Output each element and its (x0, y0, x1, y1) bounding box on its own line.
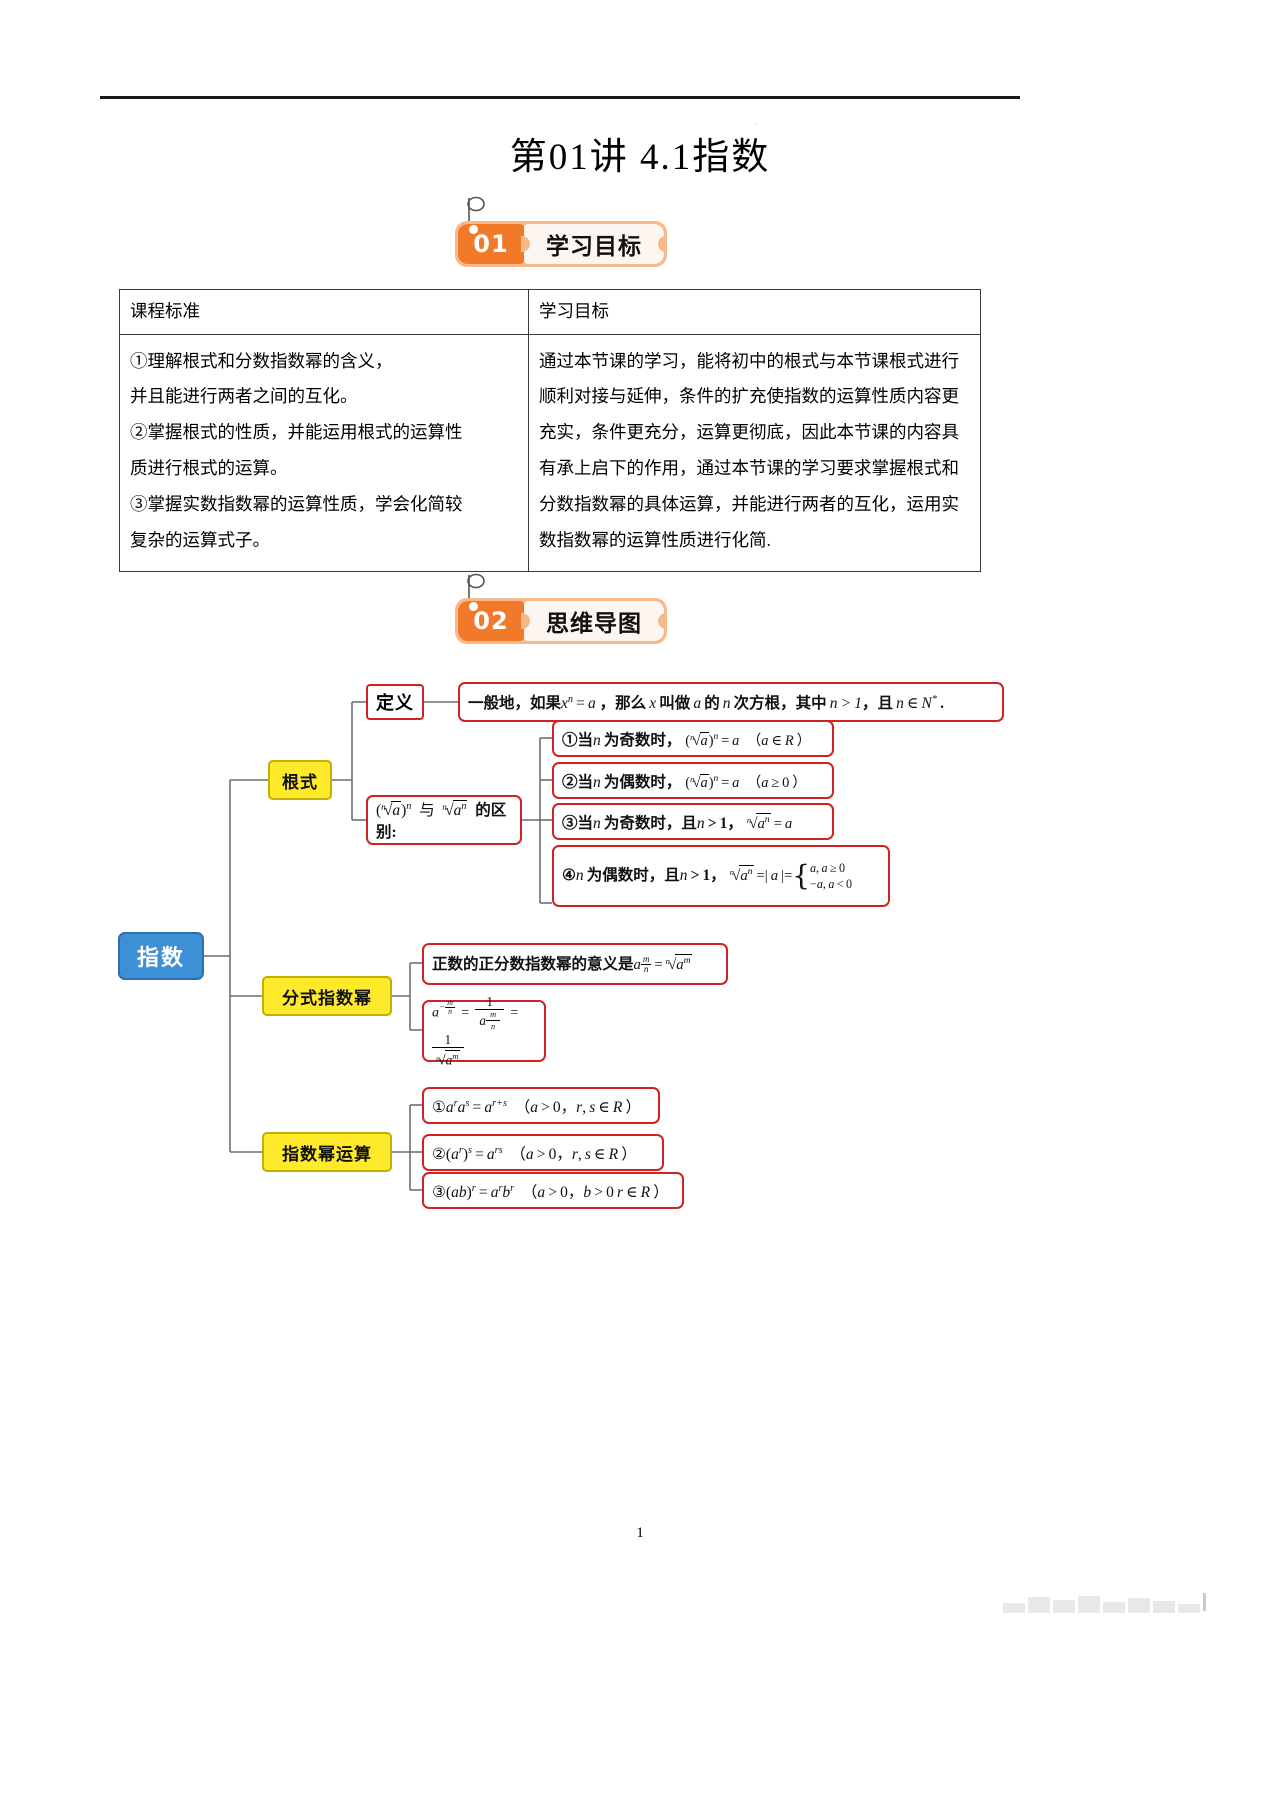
objectives-line: 通过本节课的学习，能将初中的根式与本节课根式进行 (539, 350, 959, 371)
watermark-bar (1028, 1597, 1050, 1613)
table-header-row: 课程标准 学习目标 (119, 289, 981, 335)
section-number: 01 (458, 224, 524, 264)
watermark-bar (1078, 1596, 1100, 1613)
section-badge-02: 02 思维导图 (455, 573, 667, 644)
standards-line: ③掌握实数指数幂的运算性质，学会化简较 (130, 494, 463, 514)
standards-line: ②掌握根式的性质，并能运用根式的运算性 (130, 422, 463, 443)
standards-line: 并且能进行两者之间的互化。 (130, 386, 358, 407)
mindmap-definition-box[interactable]: 一般地，如果xn = a ，那么 x 叫做 a 的 n 次方根，其中 n > 1… (458, 682, 1004, 722)
section-number: 02 (458, 601, 524, 641)
pin-hole (469, 602, 478, 611)
objectives-line: 充实，条件更充分，运算更彻底，因此本节课的内容具 (539, 422, 959, 443)
mindmap-radical-rule-1[interactable]: ①当n 为奇数时， (n√a)n = a （a ∈ R ） (552, 720, 834, 757)
page-number: 1 (636, 1525, 644, 1541)
mindmap-power-rule-3[interactable]: ③(ab)r = arbr （a > 0，b > 0 r ∈ R ） (422, 1172, 684, 1209)
watermark-bars (1003, 1596, 1200, 1613)
watermark-bar (1178, 1604, 1200, 1613)
power-rule-text: ②(ar)s = ars （a > 0，r, s ∈ R ） (432, 1144, 637, 1163)
power-rule-text: ①aras = ar+s （a > 0，r, s ∈ R ） (432, 1097, 641, 1116)
mindmap-root-node[interactable]: 指数 (118, 932, 204, 980)
standards-line: ①理解根式和分数指数幂的含义， (130, 350, 393, 371)
pin-hole (469, 225, 478, 234)
radical-rule-text: ①当n 为奇数时， (n√a)n = a （a ∈ R ） (562, 731, 812, 749)
mindmap-connectors (204, 701, 552, 1191)
table-header-objectives: 学习目标 (528, 289, 981, 335)
section-label: 思维导图 (524, 601, 664, 641)
radical-rule-text: ③当n 为奇数时，且n > 1， n√an = a (562, 812, 793, 832)
watermark-bar (1128, 1598, 1150, 1613)
mindmap-power-rule-2[interactable]: ②(ar)s = ars （a > 0，r, s ∈ R ） (422, 1134, 664, 1171)
difference-formula: (n√a)n 与 n√an 的区别: (376, 799, 507, 841)
mindmap: 指数 根式 分式指数幂 指数幂运算 定义 (n√a)n 与 n√an 的区别: … (0, 660, 1280, 1270)
page-title: 第01讲 4.1指数 (509, 137, 771, 178)
mindmap-node-definition[interactable]: 定义 (366, 684, 424, 720)
watermark-bar (1153, 1601, 1175, 1613)
section-label: 学习目标 (524, 224, 664, 264)
objectives-line: 顺利对接与延伸，条件的扩充使指数的运算性质内容更 (539, 386, 959, 407)
power-rule-text: ③(ab)r = arbr （a > 0，b > 0 r ∈ R ） (432, 1182, 669, 1201)
objectives-table: 课程标准 学习目标 ①理解根式和分数指数幂的含义， 并且能进行两者之间的互化。 … (119, 289, 981, 572)
watermark-bar (1103, 1602, 1125, 1613)
definition-text: 一般地，如果xn = a ，那么 x 叫做 a 的 n 次方根，其中 n > 1… (468, 693, 944, 712)
mindmap-branch-fraction-power[interactable]: 分式指数幂 (262, 976, 392, 1016)
radical-rule-text: ②当n 为偶数时， (n√a)n = a （a ≥ 0 ） (562, 773, 807, 791)
table-header-standards: 课程标准 (119, 289, 529, 335)
table-cell-standards: ①理解根式和分数指数幂的含义， 并且能进行两者之间的互化。 ②掌握根式的性质，并… (119, 333, 529, 572)
mindmap-radical-rule-2[interactable]: ②当n 为偶数时， (n√a)n = a （a ≥ 0 ） (552, 762, 834, 799)
objectives-line: 数指数幂的运算性质进行化简. (539, 529, 771, 550)
table-cell-objectives: 通过本节课的学习，能将初中的根式与本节课根式进行 顺利对接与延伸，条件的扩充使指… (528, 333, 981, 572)
mindmap-power-rule-1[interactable]: ①aras = ar+s （a > 0，r, s ∈ R ） (422, 1087, 660, 1124)
mindmap-branch-power-rules[interactable]: 指数幂运算 (262, 1132, 392, 1172)
header-rule (100, 96, 1020, 99)
watermark-bar (1003, 1603, 1025, 1613)
radical-rule-text: ④n 为偶数时，且n > 1， n√an =| a |={a, a ≥ 0−a,… (562, 859, 853, 893)
header-mark: . (755, 118, 757, 126)
mindmap-branch-radical[interactable]: 根式 (268, 760, 332, 800)
mindmap-radical-rule-4[interactable]: ④n 为偶数时，且n > 1， n√an =| a |={a, a ≥ 0−a,… (552, 845, 890, 907)
mindmap-node-difference[interactable]: (n√a)n 与 n√an 的区别: (366, 795, 522, 845)
objectives-line: 有承上启下的作用，通过本节课的学习要求掌握根式和 (539, 458, 959, 479)
standards-line: 复杂的运算式子。 (130, 529, 270, 550)
objectives-line: 分数指数幂的具体运算，并能进行两者的互化，运用实 (539, 494, 959, 514)
standards-line: 质进行根式的运算。 (130, 458, 288, 479)
table-body-row: ①理解根式和分数指数幂的含义， 并且能进行两者之间的互化。 ②掌握根式的性质，并… (119, 333, 981, 572)
mindmap-radical-rule-3[interactable]: ③当n 为奇数时，且n > 1， n√an = a (552, 803, 834, 840)
section-badge-01: 01 学习目标 (455, 196, 667, 267)
watermark-bar (1053, 1600, 1075, 1613)
watermark-edge (1203, 1593, 1206, 1611)
